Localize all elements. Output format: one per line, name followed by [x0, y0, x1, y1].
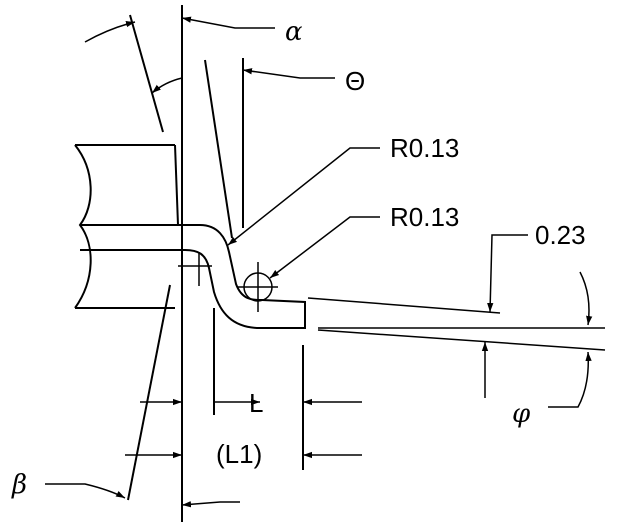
alpha-label: α [285, 17, 303, 47]
thickness-dimension: 0.23 [481, 220, 586, 398]
package-body [74, 144, 195, 309]
radius-upper-leader: R0.13 [227, 133, 459, 246]
radius-upper-label: R0.13 [390, 133, 459, 163]
length-ref-label: (L1) [216, 439, 262, 469]
length-dimensions: L (L1) [125, 308, 362, 470]
thickness-label: 0.23 [535, 220, 586, 250]
beta-label: β [11, 470, 27, 500]
alpha-dimension: α [84, 14, 303, 133]
lead-extension-lines [307, 297, 606, 351]
gull-wing-lead [178, 224, 306, 329]
radius-lower-label: R0.13 [390, 202, 459, 232]
beta-dimension: β [11, 284, 240, 508]
phi-dimension: φ [512, 271, 593, 429]
theta-dimension: Θ [204, 58, 365, 239]
phi-label: φ [512, 399, 531, 429]
theta-label: Θ [345, 66, 365, 96]
radius-lower-leader: R0.13 [269, 202, 459, 279]
length-label: L [249, 388, 263, 418]
